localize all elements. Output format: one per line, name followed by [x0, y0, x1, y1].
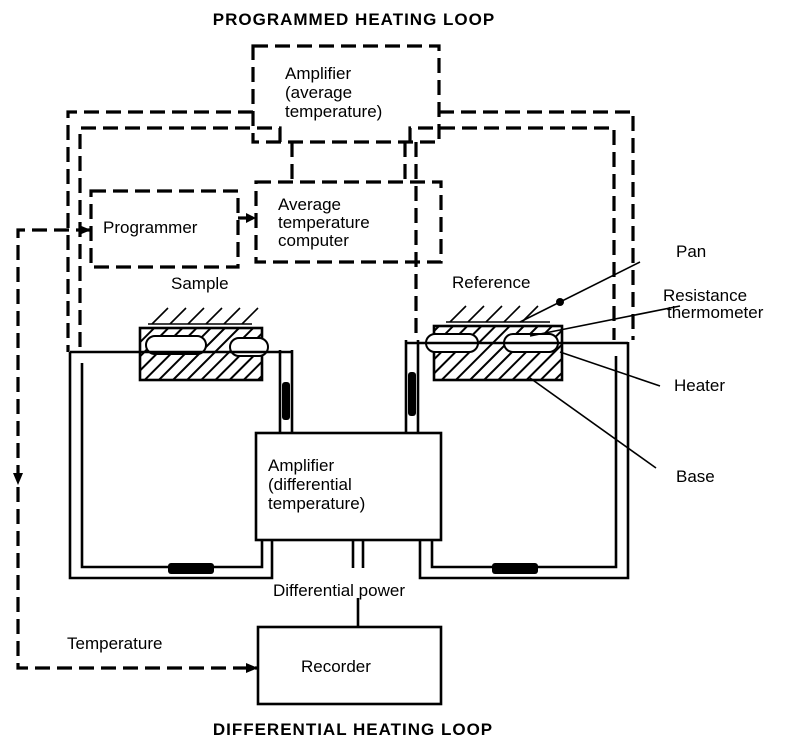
sample-holder: [70, 307, 292, 382]
diff-loop-left-inner: [80, 363, 264, 569]
svg-text:(differential: (differential: [268, 475, 352, 494]
svg-text:computer: computer: [278, 231, 349, 250]
svg-text:Amplifier: Amplifier: [285, 64, 351, 83]
right-bottom-thermometer: [492, 563, 538, 574]
pan-label: Pan: [676, 242, 706, 261]
amplifier-differential-box: [254, 431, 443, 542]
amplifier-differential-label: Amplifier (differential temperature): [268, 456, 365, 513]
inner-loop-right: [408, 126, 616, 340]
inner-loop-left: [78, 126, 282, 350]
base-leader: [529, 377, 657, 469]
diff-loop-right-inner: [430, 356, 618, 569]
recorder-label: Recorder: [301, 657, 371, 676]
heater-label: Heater: [674, 376, 725, 395]
title-differential-heating-loop: DIFFERENTIAL HEATING LOOP: [213, 720, 493, 739]
base-label: Base: [676, 467, 715, 486]
reference-holder: [406, 305, 628, 382]
sample-label: Sample: [171, 274, 229, 293]
left-lead-thermometer: [282, 382, 290, 420]
programmed-heating-loop: [13, 44, 635, 673]
svg-text:Average: Average: [278, 195, 341, 214]
svg-text:temperature: temperature: [278, 213, 370, 232]
diff-loop-left-outer: [68, 352, 274, 580]
thermometer-leader: [529, 305, 681, 337]
arrow-head: [13, 473, 23, 485]
svg-text:thermometer: thermometer: [667, 303, 764, 322]
resistance-thermometer-label: Resistance thermometer: [663, 286, 764, 322]
diff-loop-right-outer: [418, 342, 630, 580]
temperature-label: Temperature: [67, 634, 162, 653]
svg-text:temperature): temperature): [268, 494, 365, 513]
arrow-head: [246, 213, 256, 223]
svg-text:Resistance: Resistance: [663, 286, 747, 305]
heater-leader: [559, 351, 661, 387]
svg-text:Amplifier: Amplifier: [268, 456, 334, 475]
leader-lines: [519, 261, 681, 469]
arrow-head: [79, 225, 91, 235]
sample-pan-ticks: [151, 307, 259, 325]
amplifier-average-box: [251, 44, 441, 144]
svg-text:temperature): temperature): [285, 102, 382, 121]
average-temperature-computer-box: [254, 180, 443, 264]
title-programmed-heating-loop: PROGRAMMED HEATING LOOP: [213, 10, 495, 29]
pan-leader: [519, 261, 641, 323]
reference-label: Reference: [452, 273, 530, 292]
arrow-head: [246, 663, 258, 673]
differential-power-label: Differential power: [273, 581, 405, 600]
amplifier-average-label: Amplifier (average temperature): [285, 64, 382, 121]
average-computer-label: Average temperature computer: [278, 195, 370, 250]
outer-loop-left: [66, 110, 253, 352]
outer-loop-right: [439, 110, 635, 340]
sample-heater-left: [145, 335, 207, 355]
svg-text:(average: (average: [285, 83, 352, 102]
recorder-box: [256, 625, 443, 706]
pan-leader-dot: [556, 298, 564, 306]
differential-heating-loop: [68, 340, 630, 706]
left-bottom-thermometer: [168, 563, 214, 574]
programmer-label: Programmer: [103, 218, 198, 237]
right-lead-thermometer: [408, 372, 416, 416]
reference-pan-ticks: [449, 305, 539, 323]
temperature-line: [16, 228, 258, 670]
